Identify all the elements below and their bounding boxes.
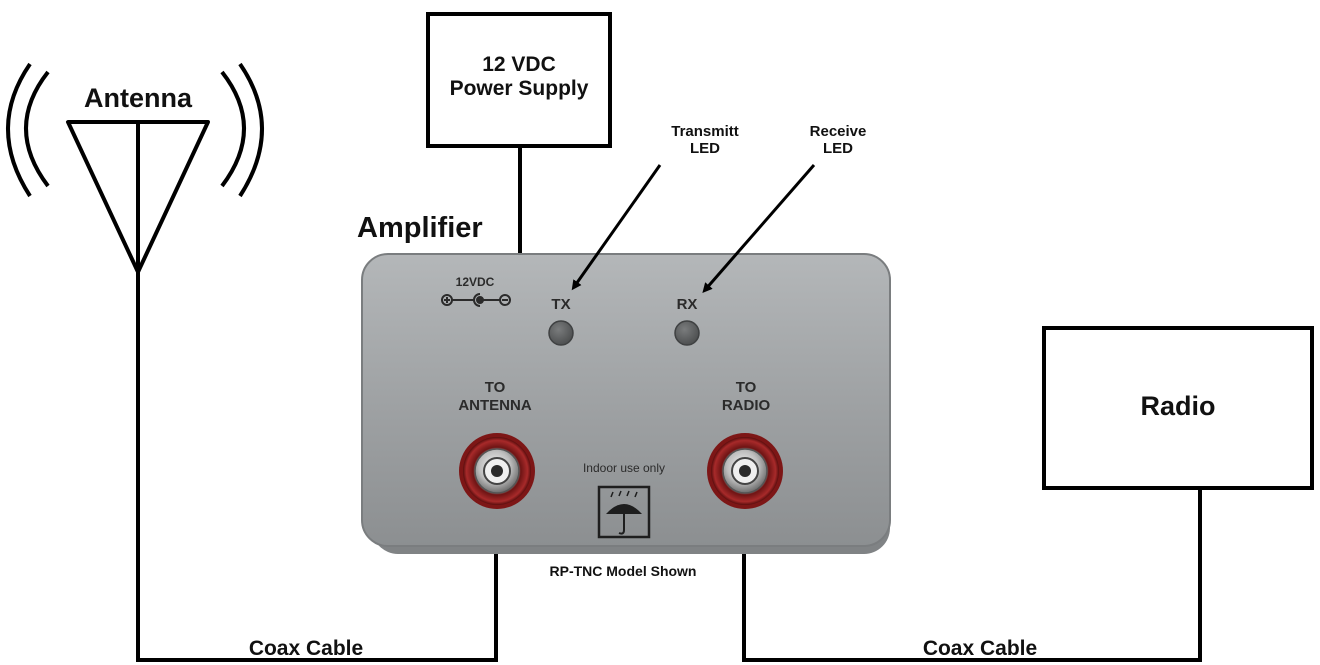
antenna-icon bbox=[66, 120, 210, 662]
to-radio-label-line2: RADIO bbox=[721, 397, 771, 414]
tx-led bbox=[548, 320, 574, 346]
transmit-led-arrow bbox=[571, 164, 662, 291]
indoor-use-label: Indoor use only bbox=[582, 461, 666, 475]
to-antenna-connector bbox=[459, 433, 535, 509]
coax-cable-right bbox=[742, 490, 1202, 662]
to-radio-label-line1: TO bbox=[735, 379, 757, 396]
amplifier-title: Amplifier bbox=[357, 212, 483, 244]
receive-led-callout-line1: Receive bbox=[809, 123, 867, 140]
to-antenna-label-line1: TO bbox=[484, 379, 506, 396]
antenna-label: Antenna bbox=[84, 83, 192, 113]
to-antenna-label-line2: ANTENNA bbox=[458, 397, 532, 414]
coax-cable-left-label: Coax Cable bbox=[248, 637, 364, 660]
radio-box bbox=[1042, 326, 1314, 490]
power-supply-label-line1: 12 VDC bbox=[482, 53, 556, 76]
dc-jack-label: 12VDC bbox=[455, 275, 495, 289]
radio-label: Radio bbox=[1140, 391, 1216, 421]
transmit-led-callout-line1: Transmitt bbox=[671, 123, 739, 140]
power-supply-box bbox=[426, 12, 612, 148]
transmit-led-callout-line2: LED bbox=[690, 140, 720, 157]
rx-led bbox=[674, 320, 700, 346]
power-supply-label-line2: Power Supply bbox=[449, 77, 589, 100]
indoor-umbrella-icon bbox=[597, 485, 651, 539]
dc-polarity-icon bbox=[441, 293, 511, 307]
coax-cable-right-label: Coax Cable bbox=[922, 637, 1038, 660]
model-caption: RP-TNC Model Shown bbox=[549, 563, 697, 579]
rx-label: RX bbox=[676, 296, 698, 313]
receive-led-callout-line2: LED bbox=[823, 140, 853, 157]
antenna-waves-icon bbox=[6, 62, 264, 198]
to-radio-connector bbox=[707, 433, 783, 509]
receive-led-arrow bbox=[702, 164, 816, 294]
tx-label: TX bbox=[551, 296, 571, 313]
